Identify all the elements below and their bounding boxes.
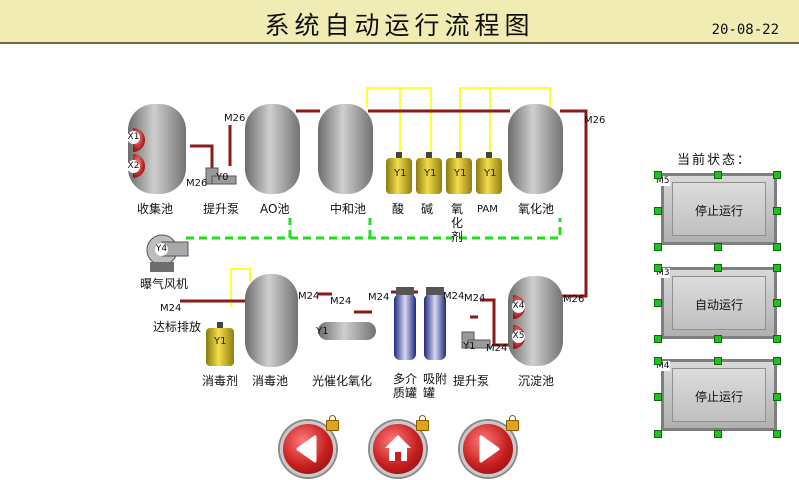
label-ao-tank: AO池 [260, 202, 290, 216]
label-disinfection-tank: 消毒池 [252, 374, 289, 388]
tag-m26-sedimentation: M26 [563, 294, 585, 305]
tag-y4: Y4 [155, 243, 168, 256]
label-pam: PAM [477, 204, 498, 215]
tag-y1-photocatalytic: Y1 [316, 326, 329, 337]
stop-button-bottom-label: 停止运行 [694, 390, 743, 404]
arrow-right-icon [479, 435, 500, 463]
label-multimedia-tank: 多介质罐 [393, 372, 418, 400]
current-state-title: 当前状态： [677, 153, 753, 168]
tag-m26-oxidation: M26 [584, 115, 606, 126]
label-discharge: 达标排放 [153, 320, 202, 334]
tag-m24-photocatalytic: M24 [330, 296, 352, 307]
tag-x2: X2 [127, 160, 140, 173]
tag-m24-adsorption: M24 [443, 291, 465, 302]
dosing-lines [230, 87, 551, 307]
process-pipes [180, 109, 588, 347]
tag-m24-discharge: M24 [160, 303, 182, 314]
label-alkali: 碱 [421, 202, 434, 216]
auto-run-button[interactable]: 自动运行 [661, 267, 777, 339]
tag-x4: X4 [512, 300, 525, 313]
next-page-button[interactable] [460, 421, 516, 477]
tanks [128, 104, 563, 367]
tag-y1-pam: Y1 [484, 168, 497, 179]
stop-button-top[interactable]: 停止运行 [661, 173, 777, 245]
photocatalytic-reactor [318, 322, 376, 340]
label-photocatalytic: 光催化氧化 [312, 374, 373, 388]
tag-m5: M5 [656, 176, 670, 186]
tag-y1-disinfectant: Y1 [214, 336, 227, 347]
label-acid: 酸 [392, 202, 405, 216]
tag-m26-lift: M26 [224, 113, 246, 124]
label-disinfectant: 消毒剂 [202, 374, 239, 388]
auto-run-button-label: 自动运行 [694, 298, 743, 312]
label-aeration-fan: 曝气风机 [140, 277, 189, 291]
pumps [205, 167, 491, 349]
tag-y0: Y0 [216, 172, 229, 183]
tag-m24-sedimentation: M24 [486, 343, 508, 354]
tag-y1-alkali: Y1 [424, 168, 437, 179]
tag-y1-oxidant: Y1 [454, 168, 467, 179]
title-bar: 系统自动运行流程图 20-08-22 [0, 0, 799, 44]
label-oxidation-tank: 氧化池 [518, 202, 555, 216]
filter-columns [394, 287, 446, 360]
label-sedimentation-tank: 沉淀池 [518, 374, 555, 388]
aeration-fan-graphic [146, 234, 189, 272]
home-button[interactable] [370, 421, 426, 477]
label-collection-tank: 收集池 [137, 202, 174, 216]
tag-m26-collection: M26 [186, 178, 208, 189]
stop-button-bottom[interactable]: 停止运行 [661, 359, 777, 431]
tag-y1-acid: Y1 [394, 168, 407, 179]
page-title: 系统自动运行流程图 [264, 11, 535, 40]
label-lift-pump-2: 提升泵 [453, 374, 490, 388]
tag-m24-disinfection: M24 [298, 291, 320, 302]
arrow-left-icon [296, 435, 317, 463]
tag-m24-multimedia: M24 [368, 292, 390, 303]
label-adsorption-tank: 吸附罐 [423, 372, 448, 400]
lock-icon [416, 415, 429, 431]
aeration-lines [186, 218, 562, 240]
label-oxidant: 氧化剂 [450, 202, 463, 244]
label-neutralization-tank: 中和池 [330, 202, 367, 216]
dosing-drums [206, 152, 502, 366]
prev-page-button[interactable] [280, 421, 336, 477]
tag-m4: M4 [656, 361, 670, 371]
tag-m3: M3 [656, 268, 670, 278]
tag-x5: X5 [512, 330, 525, 343]
tag-m24-lift-pump-2: M24 [464, 293, 486, 304]
lock-icon [326, 415, 339, 431]
tag-y1-lift-pump-2: Y1 [463, 341, 476, 352]
date-display: 20-08-22 [711, 22, 779, 38]
stop-button-top-label: 停止运行 [694, 204, 743, 218]
tag-x1: X1 [127, 131, 140, 144]
lock-icon [506, 415, 519, 431]
home-icon [385, 435, 411, 461]
label-lift-pump-1: 提升泵 [203, 202, 240, 216]
